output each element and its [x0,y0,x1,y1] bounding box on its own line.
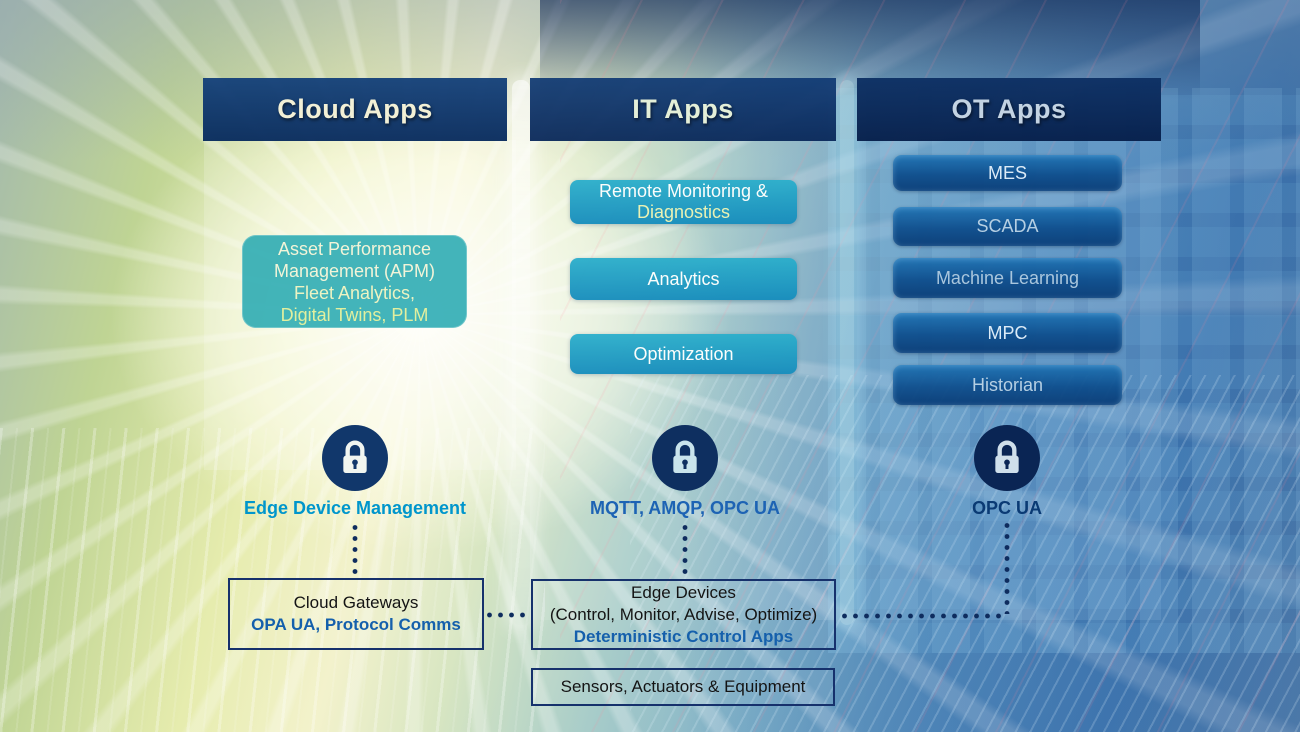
edge-devices-line3: Deterministic Control Apps [573,626,794,646]
scada-box: SCADA [893,207,1122,246]
edge-devices-line2: (Control, Monitor, Advise, Optimize) [549,604,818,624]
remote-monitoring-line2: Diagnostics [636,202,731,222]
apm-line: Asset Performance [277,238,432,259]
remote-monitoring-box: Remote Monitoring & Diagnostics [570,180,797,224]
connector-cloud-to-gateways [352,522,358,580]
cloud-gateways-line2: OPA UA, Protocol Comms [251,615,461,634]
historian-box: Historian [893,365,1122,405]
remote-monitoring-line1: Remote Monitoring & [598,181,769,201]
analytics-box: Analytics [570,258,797,300]
connector-it-to-edge [682,522,688,578]
apm-box: Asset Performance Management (APM) Fleet… [242,235,467,328]
machine-learning-box: Machine Learning [893,258,1122,298]
padlock-icon [343,440,367,473]
apm-line: Digital Twins, PLM [280,304,429,325]
mes-box: MES [893,155,1122,191]
mpc-box: MPC [893,313,1122,353]
edge-devices-line1: Edge Devices [631,582,736,602]
background-streaks-right [630,375,1300,732]
ot-apps-header: OT Apps [857,78,1161,141]
edge-device-management-label: Edge Device Management [243,498,467,518]
sensors-actuators-box: Sensors, Actuators & Equipment [531,668,835,706]
it-security-lock [652,425,718,491]
column-divider-glow-2 [840,80,854,625]
apm-line: Management (APM) [273,260,436,281]
connector-ot-vertical [1004,520,1010,614]
connector-edge-to-ot [839,613,1005,619]
cloud-gateways-line1: Cloud Gateways [293,593,419,612]
opcua-label: OPC UA [971,498,1042,518]
it-apps-header: IT Apps [530,78,836,141]
cloud-gateways-box: Cloud Gateways OPA UA, Protocol Comms [228,578,484,650]
padlock-icon [673,440,697,473]
apm-line: Fleet Analytics, [293,282,416,303]
cloud-apps-header: Cloud Apps [203,78,507,141]
cloud-security-lock [322,425,388,491]
optimization-box: Optimization [570,334,797,374]
padlock-icon [995,440,1019,473]
edge-devices-box: Edge Devices (Control, Monitor, Advise, … [531,579,836,650]
ot-security-lock [974,425,1040,491]
mqtt-amqp-opcua-label: MQTT, AMQP, OPC UA [589,498,780,518]
connector-gateways-to-edge [484,612,532,618]
background-streaks-left [0,428,545,732]
column-divider-glow [512,80,530,625]
